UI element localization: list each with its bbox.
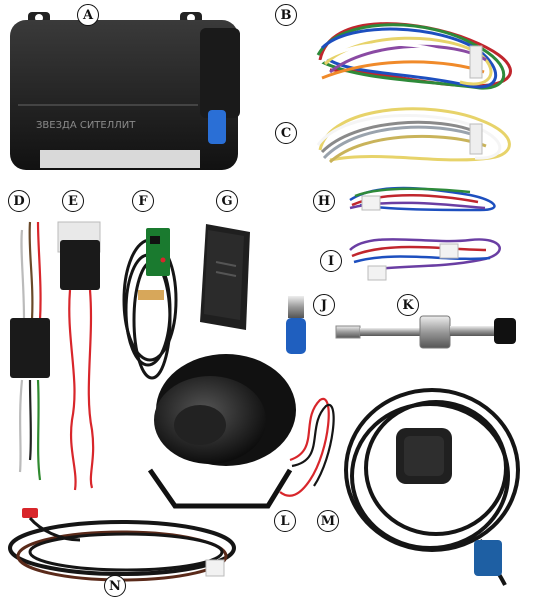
label-c: C [275,122,297,144]
label-a: A [77,4,99,26]
label-d: D [8,190,30,212]
label-i: I [320,250,342,272]
label-b: B [275,4,297,26]
spade-connector [286,296,306,354]
shock-sensor [122,228,178,380]
label-h: H [313,190,335,212]
label-n: N [104,575,126,597]
wire-harness-c [316,107,511,164]
label-l: L [274,510,296,532]
label-k: K [397,294,419,316]
hood-pin-switch [335,315,516,349]
wire-harness-i [349,238,501,281]
led-cable [8,508,236,582]
control-module: ЗВЕЗДА СИТЕЛЛИТ [10,12,240,170]
fuse-holder [57,221,101,491]
siren [147,354,335,509]
label-e: E [62,190,84,212]
wiring-with-relay [10,221,50,481]
wire-harness-h [349,186,496,212]
label-j: J [313,294,335,316]
device-brand-text: ЗВЕЗДА СИТЕЛЛИТ [36,120,136,131]
wire-harness-b [314,22,512,90]
label-f: F [132,190,154,212]
key-fob-card [200,224,250,330]
gps-antenna [344,388,520,586]
label-m: M [317,510,339,532]
label-g: G [216,190,238,212]
